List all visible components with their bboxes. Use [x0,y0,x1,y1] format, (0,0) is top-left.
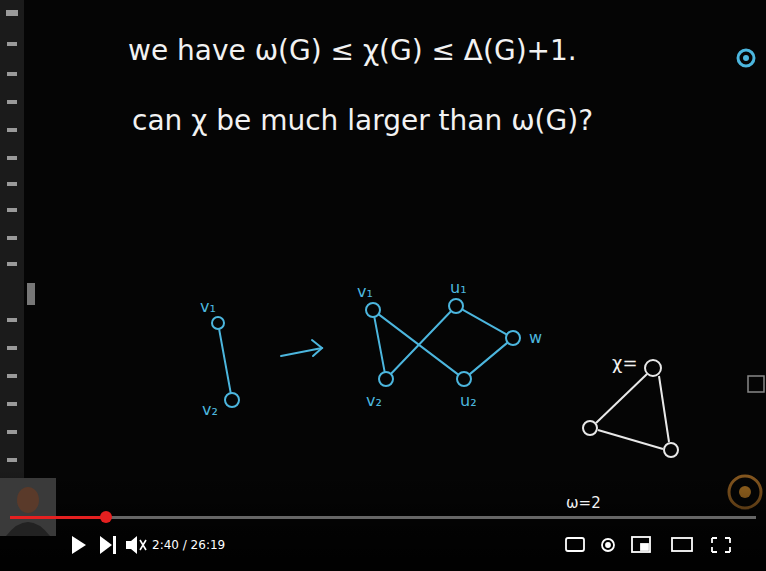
omega-note: ω=2 [566,494,601,512]
player-right-icons [566,537,730,552]
progress-played [10,516,106,519]
vertex-label: w [529,330,542,346]
vertex-label: u₂ [460,393,477,409]
record-icon [738,50,754,66]
graph-vertex: u₁ [448,298,464,314]
control-shade [0,470,766,571]
record-dot [743,55,749,61]
vertex-label: v₂ [202,402,218,418]
graph-edge [470,343,507,374]
chi-note: χ= [612,352,637,373]
graph-vertex: v₂ [378,371,394,387]
progress-track [10,516,756,519]
graph-edge [374,318,384,371]
graph-edge [463,310,506,334]
video-time: 2:40 / 26:19 [152,538,225,552]
player-controls [72,536,146,554]
graph-edge [392,312,451,373]
graph-vertex: v₁ [365,302,381,318]
graph-vertex: v₁ [211,316,225,330]
presenter-thumbnail [0,478,56,536]
graph-vertex: v₂ [224,392,240,408]
triangle-graph [583,360,678,457]
graph-vertex: u₂ [456,371,472,387]
vertex-label: v₁ [357,284,373,300]
toolbar [0,0,24,505]
vertex-label: u₁ [450,280,467,296]
transform-arrow [281,340,322,356]
vertex-label: v₂ [366,393,382,409]
graph-vertex: w [505,330,521,346]
formula-line: we have ω(G) ≤ χ(G) ≤ Δ(G)+1. [128,34,577,67]
graph-edge [219,330,230,392]
toolbar-icons [6,10,35,490]
side-icon [748,376,764,392]
question-line: can χ be much larger than ω(G)? [132,104,593,137]
progress-knob [100,511,112,523]
vertex-label: v₁ [200,299,216,315]
